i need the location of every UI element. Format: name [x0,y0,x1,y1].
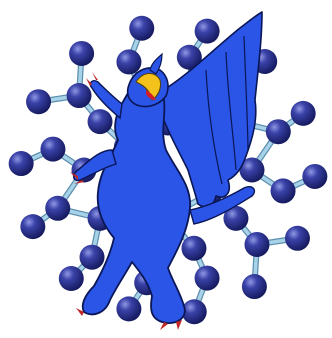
carbon-atom [66,83,92,109]
carbon-atom [181,235,207,261]
carbon-atom [79,244,105,270]
carbon-atom [58,265,84,291]
carbon-atom [270,178,296,204]
carbon-atom [241,274,267,300]
carbon-atom [290,100,316,126]
carbon-atom [284,225,310,251]
carbon-atom [45,195,71,221]
griffin-body [81,79,191,324]
carbon-atom [116,296,142,322]
carbon-atom [265,119,291,145]
carbon-atom [8,151,34,177]
carbon-atom [223,205,249,231]
carbon-atom [20,214,46,240]
carbon-atom [302,163,328,189]
carbon-atom [244,231,270,257]
carbon-atom [181,299,207,325]
carbon-atom [194,265,220,291]
griffin-wing-ribs [205,35,249,185]
carbon-atom [26,89,52,115]
griffin-tongue [146,90,156,100]
griffin-ear [149,52,163,75]
carbon-atom [69,40,95,66]
carbon-atom [40,136,66,162]
griffin-beak [135,73,161,101]
griffin-wing [159,11,263,208]
carbon-atom [87,109,113,135]
carbon-atom [239,157,265,183]
carbon-atom [116,49,142,75]
carbon-atom [176,44,202,70]
carbon-atom [194,18,220,44]
griffin-talons [70,72,182,330]
griffin-lower-arm [73,149,117,182]
griffin-left-arm [89,79,123,120]
griffin-tail [189,186,256,225]
griffin-figure [70,11,263,330]
carbon-atom [129,15,155,41]
